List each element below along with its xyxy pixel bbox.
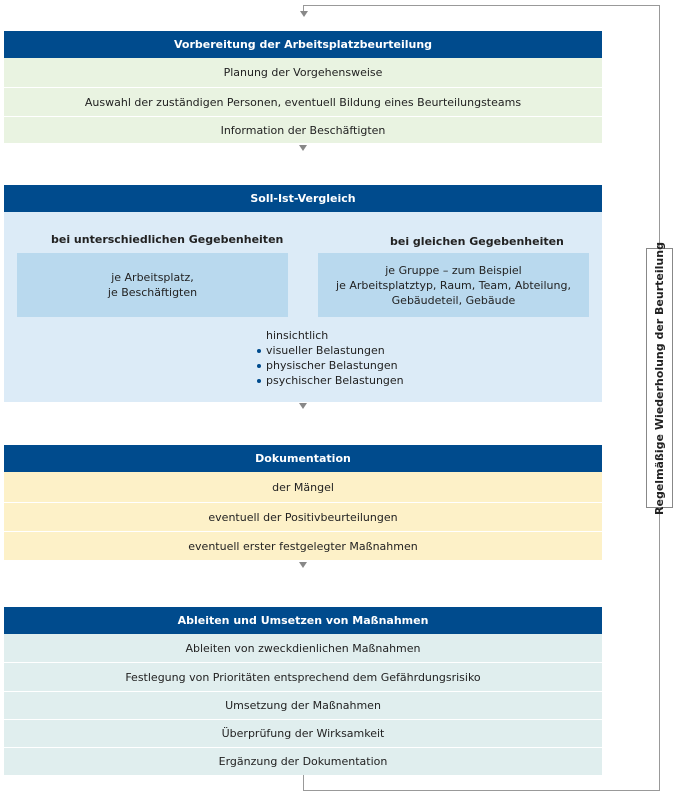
section3-item: eventuell der Positivbeurteilungen <box>4 502 602 531</box>
section1-item: Information der Beschäftigten <box>4 116 602 143</box>
right-heading: bei gleichen Gegebenheiten <box>390 235 564 248</box>
bullet-item: visueller Belastungen <box>256 343 456 358</box>
loop-label-box: Regelmäßige Wiederholung der Beurteilung <box>646 242 673 514</box>
section1-item: Auswahl der zuständigen Personen, eventu… <box>4 87 602 116</box>
flow-arrow-icon <box>299 403 307 409</box>
loop-line-right-lower <box>659 508 660 791</box>
left-heading: bei unterschiedlichen Gegebenheiten <box>51 233 284 246</box>
regarding-block: hinsichtlich visueller Belastungen physi… <box>256 328 456 388</box>
section4-header: Ableiten und Umsetzen von Maßnahmen <box>4 607 602 634</box>
left-box-line: je Arbeitsplatz, <box>111 271 194 284</box>
flow-arrow-icon <box>299 145 307 151</box>
section4-item: Überprüfung der Wirksamkeit <box>4 719 602 747</box>
section2-header: Soll-Ist-Vergleich <box>4 185 602 212</box>
right-box: je Gruppe – zum Beispiel je Arbeitsplatz… <box>318 253 589 317</box>
section3-item: eventuell erster festgelegter Maßnahmen <box>4 531 602 560</box>
section4-item: Umsetzung der Maßnahmen <box>4 691 602 719</box>
section4-item: Festlegung von Prioritäten entsprechend … <box>4 662 602 691</box>
flow-arrow-icon <box>299 562 307 568</box>
loop-line-top <box>303 5 660 6</box>
bullet-item: physischer Belastungen <box>256 358 456 373</box>
section3-item: der Mängel <box>4 472 602 502</box>
loop-label: Regelmäßige Wiederholung der Beurteilung <box>653 241 666 515</box>
section1-header: Vorbereitung der Arbeitsplatzbeurteilung <box>4 31 602 58</box>
section3-header: Dokumentation <box>4 445 602 472</box>
regarding-text: hinsichtlich <box>266 329 329 342</box>
right-box-line: je Gruppe – zum Beispiel <box>385 263 522 277</box>
loop-arrow-icon <box>300 11 308 17</box>
left-box: je Arbeitsplatz, je Beschäftigten <box>17 253 288 317</box>
section1-item: Planung der Vorgehensweise <box>4 58 602 87</box>
left-box-line: je Beschäftigten <box>107 286 198 299</box>
section4-item: Ableiten von zweckdienlichen Maßnahmen <box>4 634 602 662</box>
bullet-item: psychischer Belastungen <box>256 373 456 388</box>
loop-line-bottom <box>303 790 660 791</box>
right-box-line: je Arbeitsplatztyp, Raum, Team, Abteilun… <box>336 278 571 292</box>
loop-line-top-stub <box>303 5 304 13</box>
loop-line-right-upper <box>659 5 660 248</box>
loop-line-bottom-stub <box>303 775 304 790</box>
section4-item: Ergänzung der Dokumentation <box>4 747 602 775</box>
right-box-line: Gebäudeteil, Gebäude <box>391 293 516 307</box>
